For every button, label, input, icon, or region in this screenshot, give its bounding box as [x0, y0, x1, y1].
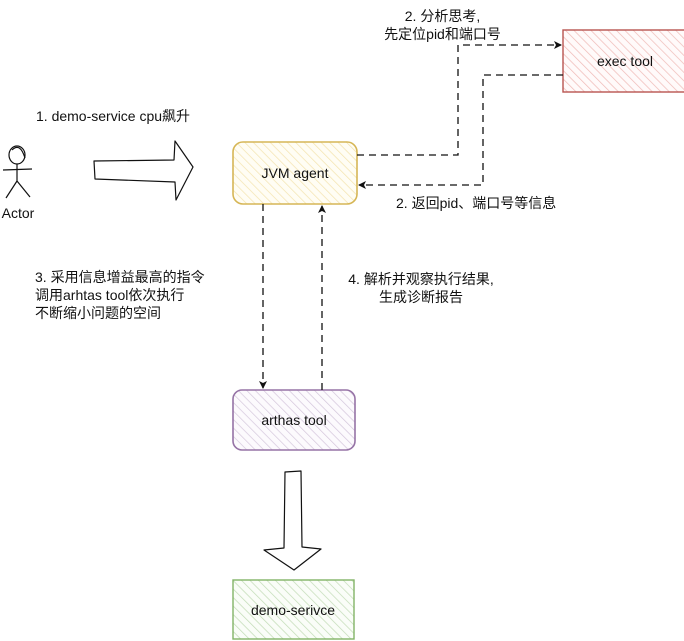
- invoke-arrow: [263, 470, 322, 571]
- edge-exec-to-jvm: [358, 74, 563, 189]
- step2-back-label: 2. 返回pid、端口号等信息: [396, 195, 557, 211]
- step2-out-line1: 2. 分析思考,: [404, 8, 481, 24]
- jvm-agent-node[interactable]: JVM agent: [232, 141, 358, 205]
- jvm-agent-label: JVM agent: [262, 165, 329, 181]
- demo-service-label: demo-serivce: [251, 602, 335, 618]
- actor-label: Actor: [1, 205, 35, 221]
- exec-tool-node[interactable]: exec tool: [562, 29, 684, 93]
- step3-line3: 不断缩小问题的空间: [35, 305, 161, 321]
- step3-line2: 调用arhtas tool依次执行: [35, 287, 185, 303]
- step4-line2: 生成诊断报告: [379, 289, 463, 305]
- step4-line1: 4. 解析并观察执行结果,: [348, 271, 494, 287]
- step2-out-label: 2. 分析思考, 先定位pid和端口号: [370, 7, 515, 43]
- arthas-tool-node[interactable]: arthas tool: [232, 389, 356, 451]
- trigger-arrow: [93, 140, 194, 201]
- arthas-tool-label: arthas tool: [261, 412, 326, 428]
- step3-label: 3. 采用信息增益最高的指令 调用arhtas tool依次执行 不断缩小问题的…: [35, 268, 205, 322]
- edge-jvm-to-exec: [357, 41, 562, 156]
- step3-line1: 3. 采用信息增益最高的指令: [35, 269, 205, 285]
- step1-label: 1. demo-service cpu飙升: [36, 108, 191, 124]
- demo-service-node[interactable]: demo-serivce: [232, 579, 355, 640]
- actor-icon: [2, 145, 33, 199]
- step4-label: 4. 解析并观察执行结果, 生成诊断报告: [332, 270, 510, 306]
- step2-out-line2: 先定位pid和端口号: [384, 26, 501, 42]
- exec-tool-label: exec tool: [597, 53, 653, 69]
